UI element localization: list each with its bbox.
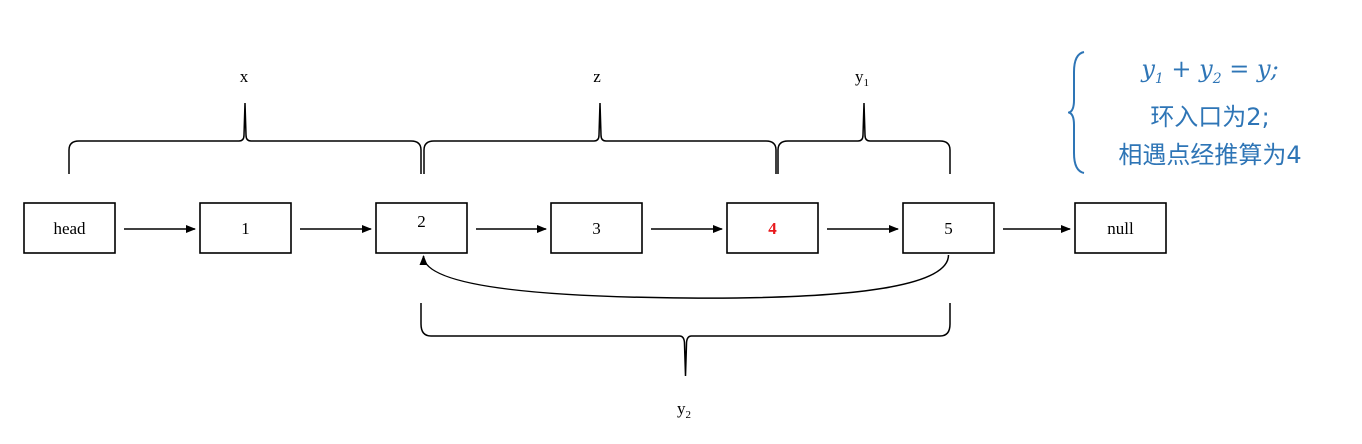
node-box (550, 202, 643, 254)
list-node-n5: 5 (902, 202, 995, 254)
brace-label-y1: y1 (855, 67, 869, 89)
list-node-n2: 2 (375, 202, 468, 254)
brace-shape (68, 102, 422, 174)
brace-label-subscript: 2 (686, 409, 692, 421)
node-box (1074, 202, 1167, 254)
brace-label-y2: y2 (677, 399, 691, 421)
brace-shape (420, 303, 951, 377)
brace-shape (777, 102, 951, 174)
eq-sub2: 2 (1212, 70, 1222, 87)
node-box (375, 202, 468, 254)
list-node-n1: 1 (199, 202, 292, 254)
list-node-null: null (1074, 202, 1167, 254)
node-label: 2 (417, 212, 426, 231)
brace-label-main: y (855, 67, 864, 86)
brace-label-z: z (593, 67, 601, 86)
node-box (23, 202, 116, 254)
node-box (199, 202, 292, 254)
brace-label-main: x (240, 67, 249, 86)
node-label: 4 (768, 219, 777, 238)
explanation-note: y1 + y2 = y; 环入口为2; 相遇点经推算为4 (1068, 50, 1338, 175)
eq-tail: = y; (1221, 55, 1279, 83)
node-box (726, 202, 819, 254)
list-node-n3: 3 (550, 202, 643, 254)
eq-y2: y (1199, 55, 1213, 83)
brace-x: x (68, 67, 422, 174)
node-label: head (53, 219, 86, 238)
brace-label-subscript: 1 (864, 77, 870, 89)
node-box (902, 202, 995, 254)
cycle-edge-n5-to-n2 (419, 254, 950, 299)
node-label: 5 (944, 219, 953, 238)
note-meeting-point: 相遇点经推算为4 (1118, 140, 1302, 169)
node-label: 1 (241, 219, 250, 238)
brace-z: z (423, 67, 777, 174)
brace-label-main: z (593, 67, 601, 86)
note-curly-brace (1068, 51, 1085, 174)
eq-plus: + (1163, 55, 1200, 83)
brace-shape (423, 102, 777, 174)
brace-label-main: y (677, 399, 686, 418)
list-node-head: head (23, 202, 116, 254)
node-label: 3 (592, 219, 601, 238)
brace-label-x: x (240, 67, 249, 86)
brace-y1: y1 (777, 67, 951, 174)
eq-sub1: 1 (1154, 70, 1164, 87)
list-node-n4: 4 (726, 202, 819, 254)
brace-y2: y2 (420, 303, 951, 421)
node-label: null (1107, 219, 1134, 238)
eq-y1: y (1141, 55, 1155, 83)
note-equation: y1 + y2 = y; (1082, 50, 1338, 98)
note-cycle-entry: 环入口为2; (1150, 102, 1270, 131)
